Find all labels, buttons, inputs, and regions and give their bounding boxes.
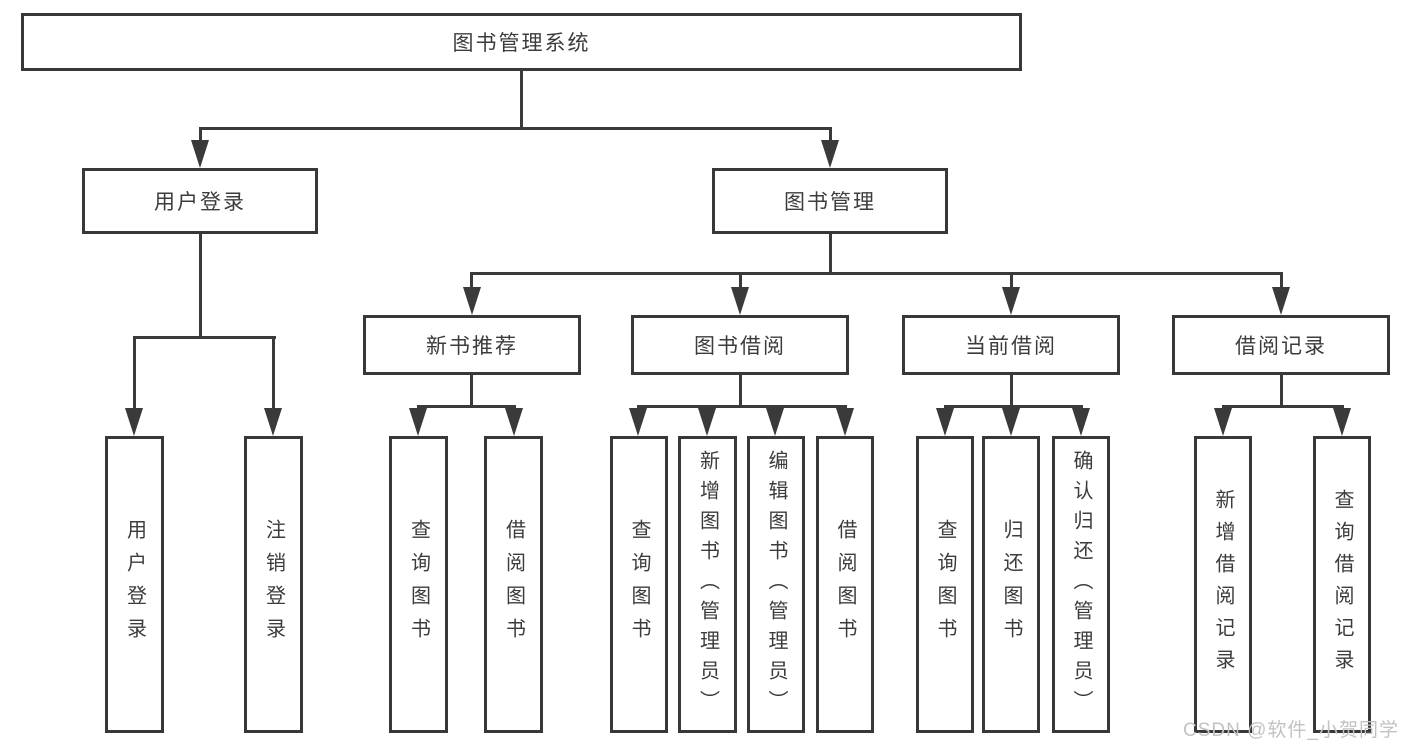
node-leaf-query-borrow-record: 查询借阅记录 [1313,436,1371,733]
node-label: 查询借阅记录 [1331,488,1353,681]
node-label: 新书推荐 [426,335,518,358]
node-leaf-confirm-return-admin: 确认归还（管理员） [1052,436,1110,733]
node-label: 图书借阅 [694,335,786,358]
arrowhead-icon [264,408,282,436]
node-label: 借阅图书 [834,518,856,651]
node-leaf-borrow-books: 借阅图书 [816,436,874,733]
node-label: 归还图书 [1000,518,1022,651]
connector-line [739,272,742,290]
connector-line [199,127,832,130]
connector-line [1222,405,1344,408]
arrowhead-icon [1072,408,1090,436]
arrowhead-icon [698,408,716,436]
node-root: 图书管理系统 [21,13,1022,71]
arrowhead-icon [629,408,647,436]
arrowhead-icon [731,287,749,315]
node-label: 当前借阅 [965,335,1057,358]
arrowhead-icon [821,140,839,168]
node-leaf-logout: 注销登录 [244,436,303,733]
connector-line [1280,374,1283,407]
node-leaf-add-borrow-record: 新增借阅记录 [1194,436,1252,733]
connector-line [199,234,202,339]
arrowhead-icon [505,408,523,436]
arrowhead-icon [766,408,784,436]
connector-line [199,127,202,143]
connector-line [520,70,523,130]
node-label: 用户登录 [123,518,146,651]
connector-line [133,336,136,410]
node-label: 编辑图书（管理员） [765,449,787,720]
arrowhead-icon [1002,408,1020,436]
node-label: 新增借阅记录 [1212,488,1234,681]
node-new-book-recommend: 新书推荐 [363,315,581,375]
connector-line [133,336,276,339]
connector-line [470,374,473,407]
node-leaf-return-books: 归还图书 [982,436,1040,733]
connector-line [417,405,516,408]
connector-line [471,272,1283,275]
node-leaf-query-books-borrowing: 查询图书 [610,436,668,733]
connector-line [272,336,275,410]
node-borrow-records: 借阅记录 [1172,315,1390,375]
node-leaf-query-books-recommend: 查询图书 [389,436,448,733]
node-label: 查询图书 [407,518,430,651]
connector-line [829,234,832,275]
node-leaf-user-login: 用户登录 [105,436,164,733]
node-leaf-borrow-books-recommend: 借阅图书 [484,436,543,733]
connector-line [944,405,1083,408]
connector-line [1280,272,1283,290]
node-label: 确认归还（管理员） [1070,449,1092,720]
csdn-watermark: CSDN @软件_小贺同学 [1183,720,1399,741]
node-leaf-edit-books-admin: 编辑图书（管理员） [747,436,805,733]
node-label: 注销登录 [262,518,285,651]
arrowhead-icon [1214,408,1232,436]
node-current-borrowing: 当前借阅 [902,315,1120,375]
arrowhead-icon [1333,408,1351,436]
arrowhead-icon [191,140,209,168]
connector-line [637,405,847,408]
node-label: 图书管理 [784,191,876,214]
node-book-borrowing: 图书借阅 [631,315,849,375]
node-label: 查询图书 [934,518,956,651]
node-leaf-query-books-current: 查询图书 [916,436,974,733]
connector-line [829,127,832,143]
connector-line [1010,374,1013,407]
connector-line [470,272,473,290]
node-book-management: 图书管理 [712,168,948,234]
arrowhead-icon [1002,287,1020,315]
node-label: 新增图书（管理员） [696,449,719,720]
arrowhead-icon [936,408,954,436]
arrowhead-icon [125,408,143,436]
arrowhead-icon [1272,287,1290,315]
node-user-login: 用户登录 [82,168,318,234]
node-leaf-add-books-admin: 新增图书（管理员） [678,436,737,733]
node-label: 图书管理系统 [452,32,591,55]
arrowhead-icon [409,408,427,436]
node-label: 用户登录 [154,191,246,214]
arrowhead-icon [463,287,481,315]
connector-line [739,374,742,407]
arrowhead-icon [836,408,854,436]
connector-line [1010,272,1013,290]
node-label: 借阅记录 [1235,335,1327,358]
node-label: 查询图书 [628,518,650,651]
node-label: 借阅图书 [502,518,525,651]
